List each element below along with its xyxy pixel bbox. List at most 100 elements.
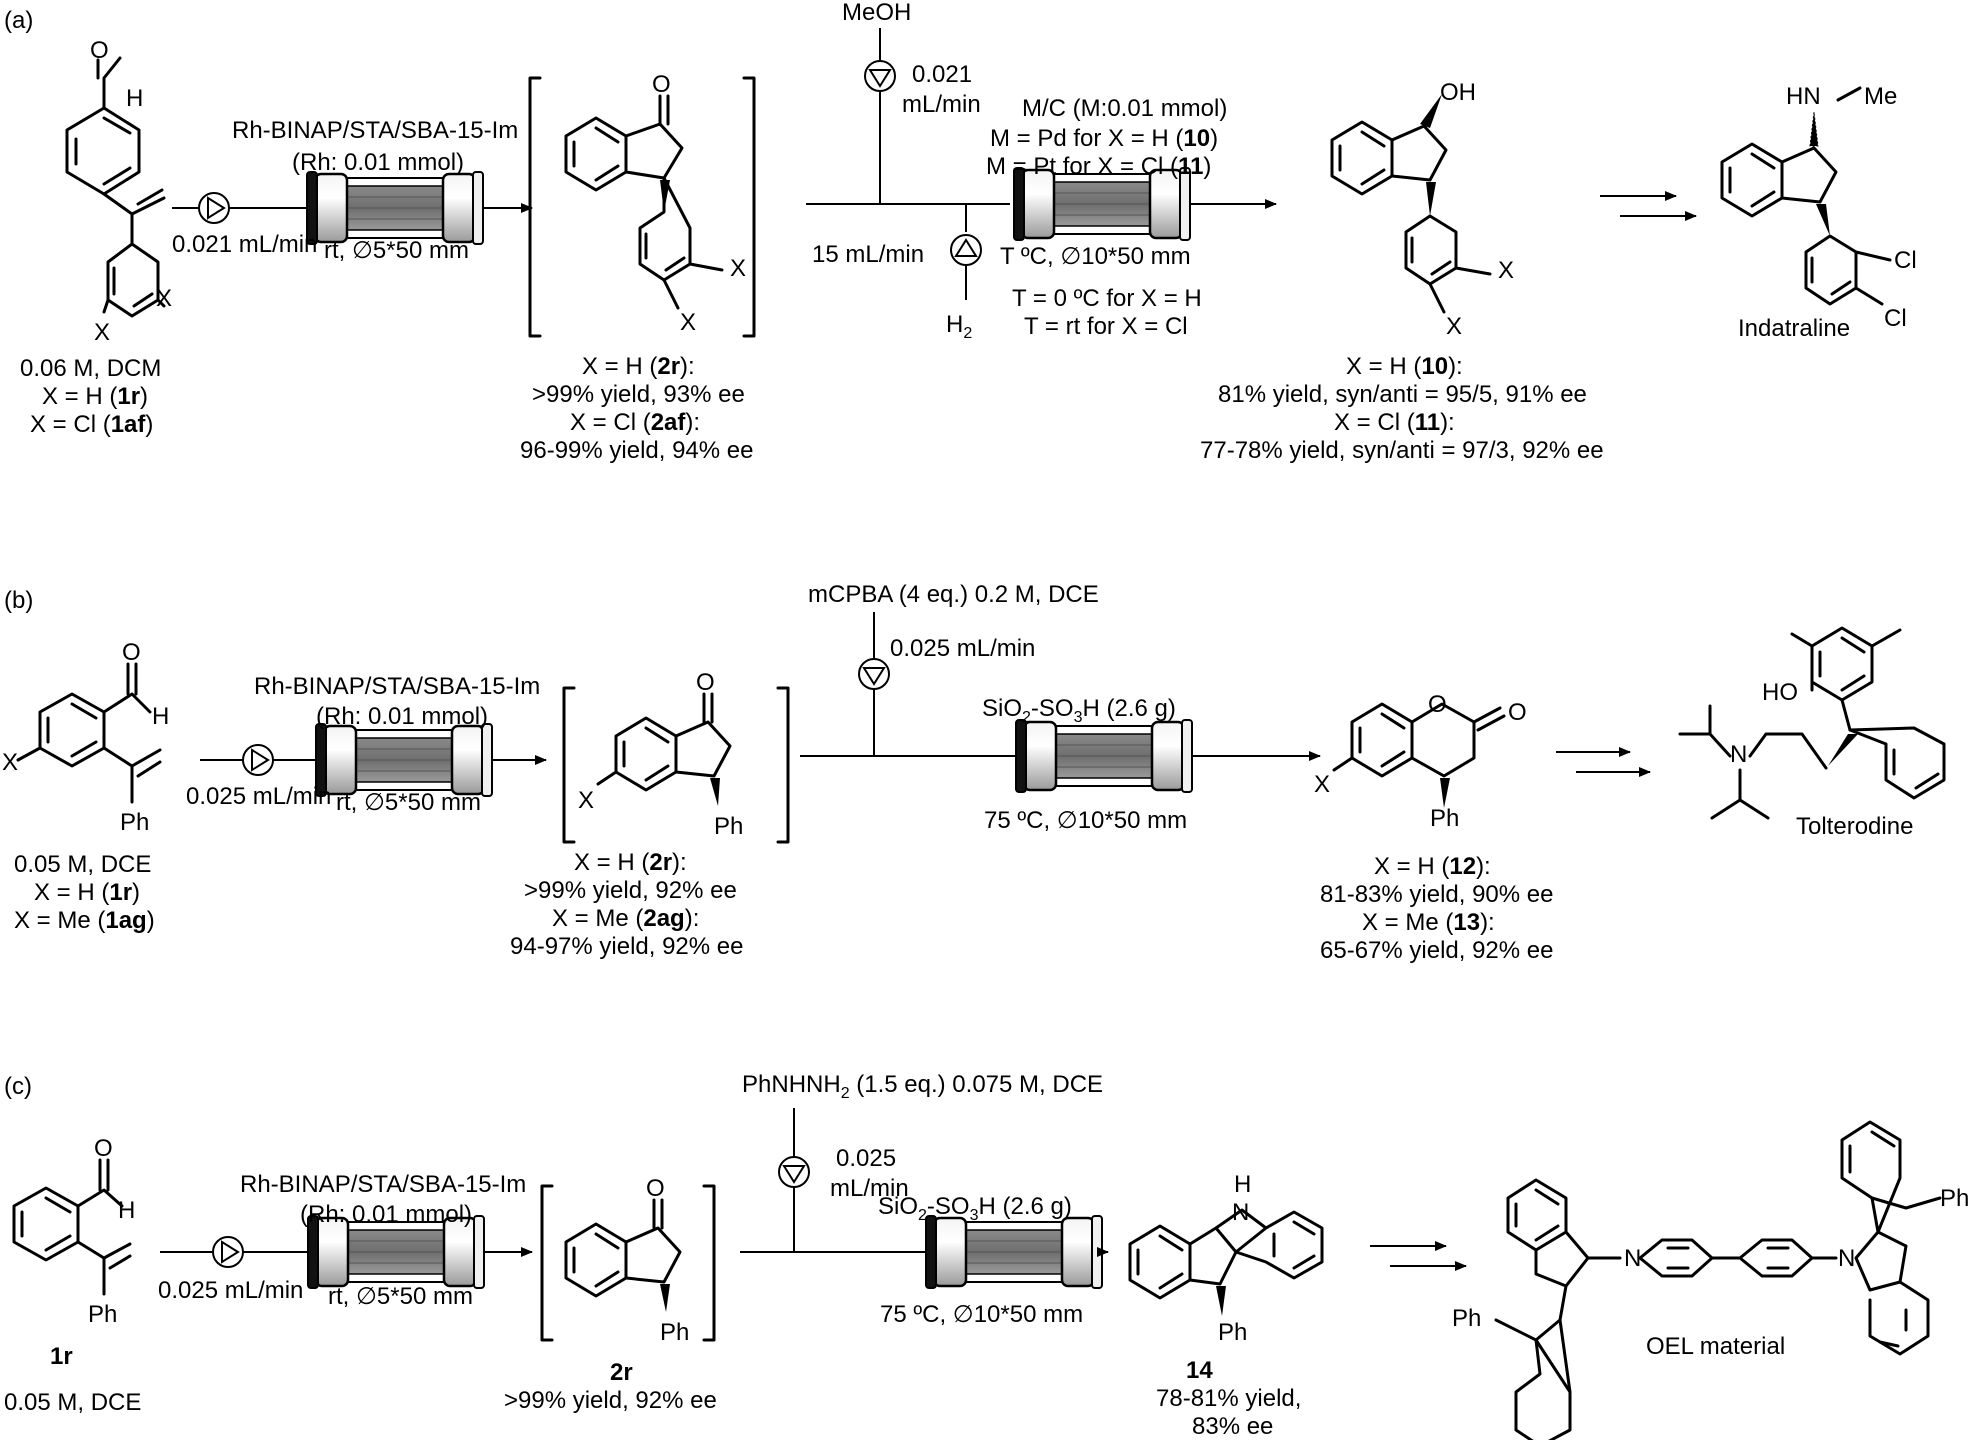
panel-a-letter: (a) <box>4 7 33 34</box>
svg-text:X = Cl (11):: X = Cl (11): <box>1334 409 1455 436</box>
atom-x: X <box>1314 771 1330 798</box>
atom-cl: Cl <box>1884 305 1907 332</box>
compound-id: 1r <box>50 1343 73 1370</box>
atom-ph: Ph <box>714 813 743 840</box>
reagent-subscript: 2 <box>841 1085 850 1102</box>
atom-ho: HO <box>1762 679 1798 706</box>
acid-subscript: 3 <box>970 1207 979 1224</box>
sm-conc: 0.06 M, DCM <box>20 355 161 382</box>
catalyst-label: M = Pd for X = H ( <box>990 125 1183 152</box>
sm-label: X = H ( <box>34 879 109 906</box>
reactor-conditions: rt, ∅5*50 mm <box>336 789 481 816</box>
structure-tolterodine: HO N <box>1678 626 1946 820</box>
compound-id: 11 <box>1415 409 1440 436</box>
acid-label: H (2.6 g) <box>1083 695 1176 722</box>
atom-h: H <box>152 703 169 730</box>
prod-label: ): <box>1448 353 1463 380</box>
sm-label: ) <box>145 411 153 438</box>
reactor-conditions: 75 ºC, ∅10*50 mm <box>880 1301 1083 1328</box>
flow-rate: mL/min <box>902 91 981 118</box>
atom-x: X <box>2 749 18 776</box>
atom-cl: Cl <box>1894 247 1917 274</box>
atom-n: N <box>1730 741 1747 768</box>
int-label: X = H ( <box>574 849 649 876</box>
catalyst-label: M/C (M:0.01 mmol) <box>1022 95 1227 122</box>
atom-o: O <box>122 639 141 666</box>
atom-o: O <box>90 37 109 64</box>
prod-yield: 81-83% yield, 90% ee <box>1320 881 1553 908</box>
compound-id: 10 <box>1421 353 1448 380</box>
flow-rate: mL/min <box>830 1175 909 1202</box>
sm-label: X = Me ( <box>14 907 105 934</box>
sm-label: ) <box>147 907 155 934</box>
sm-conc: 0.05 M, DCE <box>4 1389 141 1416</box>
reactor-column-icon <box>1014 718 1194 794</box>
reactor-column-icon <box>924 1214 1104 1290</box>
structure-2r-2af: O X X <box>564 71 746 336</box>
structure-1r: O H Ph <box>12 1135 135 1328</box>
atom-ph: Ph <box>88 1301 117 1328</box>
reagent-label: PhNHNH <box>742 1071 841 1098</box>
compound-id: 2r <box>649 849 672 876</box>
compound-id: 2r <box>657 353 680 380</box>
reagent-label: MeOH <box>842 0 911 26</box>
prod-yield: 81% yield, syn/anti = 95/5, 91% ee <box>1218 381 1587 408</box>
compound-id: 12 <box>1449 853 1476 880</box>
svg-text:X = Cl (2af):: X = Cl (2af): <box>570 409 700 436</box>
compound-id: 2ag <box>643 905 684 932</box>
structure-1r-1af: O H X X <box>65 37 172 346</box>
sm-label: ) <box>140 383 148 410</box>
atom-o: O <box>652 71 671 98</box>
structure-2r-2ag: O X Ph <box>578 669 743 840</box>
catalyst-label: Rh-BINAP/STA/SBA-15-Im <box>254 673 540 700</box>
structure-10-11: OH X X <box>1330 79 1514 340</box>
atom-x: X <box>730 255 746 282</box>
atom-ph: Ph <box>1940 1185 1968 1212</box>
pump-icon <box>212 1236 244 1268</box>
reactor-conditions: T ºC, ∅10*50 mm <box>1000 243 1191 270</box>
int-label: X = Cl ( <box>570 409 651 436</box>
svg-text:SiO2-SO3H (2.6 g): SiO2-SO3H (2.6 g) <box>982 695 1176 726</box>
gas-subscript: 2 <box>963 325 972 342</box>
svg-text:SiO2-SO3H (2.6 g): SiO2-SO3H (2.6 g) <box>878 1193 1072 1224</box>
compound-id: 14 <box>1186 1357 1213 1384</box>
catalyst-loading: (Rh: 0.01 mmol) <box>292 149 464 176</box>
prod-label: X = Cl ( <box>1334 409 1415 436</box>
int-label: X = H ( <box>582 353 657 380</box>
int-yield: 96-99% yield, 94% ee <box>520 437 753 464</box>
atom-o: O <box>646 1175 665 1202</box>
structure-indatraline: HN Me Cl Cl <box>1720 83 1917 332</box>
int-label: X = Me ( <box>552 905 643 932</box>
flow-rate: 0.025 mL/min <box>890 635 1035 662</box>
prod-label: ): <box>1476 853 1491 880</box>
svg-text:X = H (2r):: X = H (2r): <box>574 849 687 876</box>
int-label: ): <box>685 905 700 932</box>
sm-label: X = H ( <box>42 383 117 410</box>
pump-icon <box>198 192 230 224</box>
prod-label: X = H ( <box>1374 853 1449 880</box>
int-label: ): <box>685 409 700 436</box>
atom-x: X <box>680 309 696 336</box>
acid-label: SiO <box>982 695 1022 722</box>
svg-text:M = Pt for X = Cl (11): M = Pt for X = Cl (11) <box>986 153 1211 180</box>
atom-o: O <box>696 669 715 696</box>
svg-text:X = H (1r): X = H (1r) <box>34 879 140 906</box>
flow-rate: 15 mL/min <box>812 241 924 268</box>
pump-icon <box>858 658 890 690</box>
panel-c-letter: (c) <box>4 1073 32 1100</box>
svg-text:X = Me (1ag): X = Me (1ag) <box>14 907 155 934</box>
acid-label: -SO <box>1031 695 1074 722</box>
acid-subscript: 3 <box>1074 709 1083 726</box>
catalyst-loading: (Rh: 0.01 mmol) <box>316 703 488 730</box>
int-yield: >99% yield, 92% ee <box>504 1387 717 1414</box>
prod-yield: 83% ee <box>1192 1413 1273 1440</box>
gas-label: H <box>946 311 963 338</box>
svg-text:X = Cl (1af): X = Cl (1af) <box>30 411 153 438</box>
compound-id: 1ag <box>105 907 146 934</box>
atom-x: X <box>156 285 172 312</box>
catalyst-loading: (Rh: 0.01 mmol) <box>300 1201 472 1228</box>
int-label: ): <box>672 849 687 876</box>
reagent-label: mCPBA (4 eq.) 0.2 M, DCE <box>808 581 1099 608</box>
atom-o: O <box>1428 691 1447 718</box>
catalyst-label: M = Pt for X = Cl ( <box>986 153 1178 180</box>
